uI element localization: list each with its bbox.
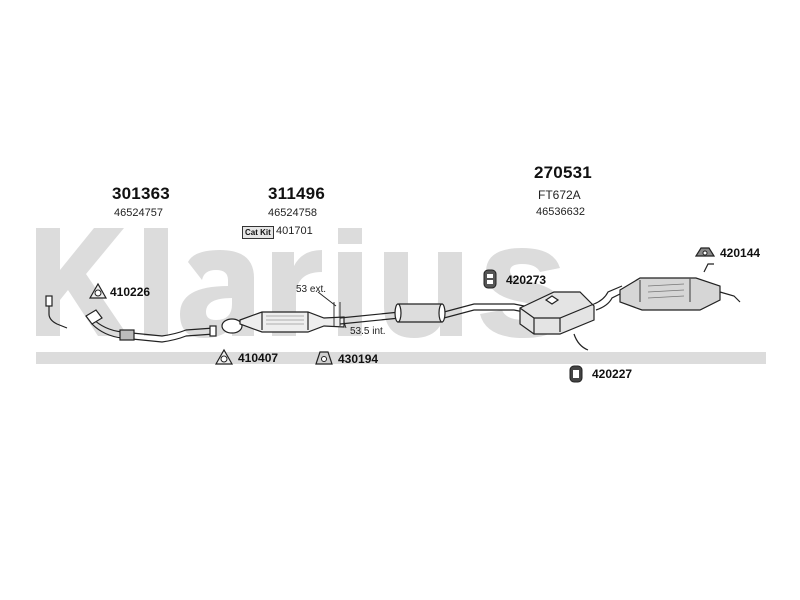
gasket-icon	[214, 348, 234, 365]
assembly-2-oem-number: 46524758	[268, 207, 317, 219]
assembly-1-part-number: 301363	[112, 184, 170, 203]
dimension-external: 53 ext.	[296, 284, 327, 295]
dimension-internal: 53.5 int.	[350, 326, 386, 337]
assembly-1-oem-number: 46524757	[114, 207, 163, 219]
gasket-icon	[88, 282, 108, 299]
front-pipe	[85, 309, 217, 343]
cat-kit-number: 401701	[276, 225, 313, 237]
assembly-3-part-number: 270531	[534, 163, 592, 182]
assembly-3-alt-number: FT672A	[538, 188, 581, 202]
rubber-hanger-icon	[483, 269, 497, 289]
rear-silencer	[593, 263, 741, 311]
fitting-420227: 420227	[592, 367, 633, 381]
assembly-2-part-number: 311496	[268, 184, 325, 203]
rubber-hanger-icon	[569, 365, 583, 383]
rubber-mount-icon	[694, 247, 716, 257]
fitting-410407: 410407	[238, 351, 279, 365]
intermediate-pipe	[339, 303, 549, 325]
centre-silencer	[519, 291, 595, 351]
cat-kit-badge: Cat Kit	[242, 226, 274, 239]
fitting-430194: 430194	[338, 352, 379, 366]
fitting-420144: 420144	[720, 246, 761, 260]
assembly-3-oem-number: 46536632	[536, 206, 585, 218]
fitting-420273: 420273	[506, 273, 547, 287]
catalytic-converter	[221, 311, 345, 334]
rubber-mount-icon	[315, 351, 333, 365]
lambda-sensor	[45, 295, 68, 329]
fitting-410226: 410226	[110, 285, 151, 299]
